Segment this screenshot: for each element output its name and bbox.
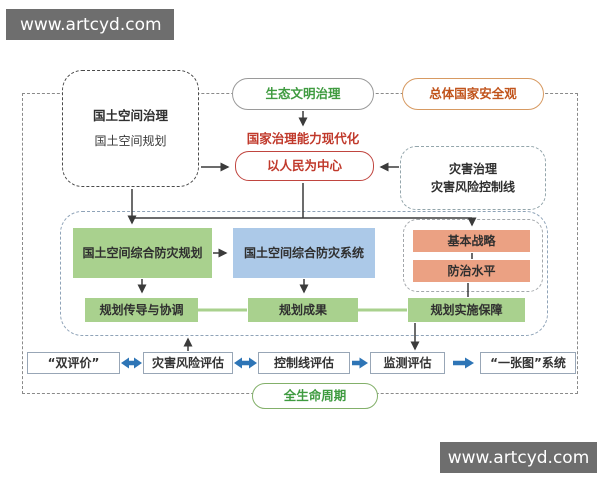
disaster-governance-line2: 灾害风险控制线 — [430, 179, 515, 194]
box-national-spatial-governance: 国土空间治理 国土空间规划 — [62, 70, 199, 187]
box-monitoring-assessment: 监测评估 — [370, 352, 445, 374]
box-prevention-level: 防治水平 — [413, 260, 530, 282]
box-eco-civilization-governance: 生态文明治理 — [232, 78, 374, 110]
box-plan-results: 规划成果 — [248, 298, 358, 322]
box-disaster-risk-assessment: 灾害风险评估 — [143, 352, 233, 374]
box-one-map-system: “一张图”系统 — [480, 352, 576, 374]
box-disaster-governance: 灾害治理 灾害风险控制线 — [400, 146, 546, 210]
disaster-governance-line1: 灾害治理 — [448, 161, 497, 176]
spatial-governance-subtitle: 国土空间规划 — [94, 133, 167, 148]
box-people-centered: 以人民为中心 — [235, 151, 374, 181]
box-control-line-assessment: 控制线评估 — [258, 352, 350, 374]
label-governance-modernization: 国家治理能力现代化 — [246, 130, 360, 146]
box-comprehensive-disaster-system: 国土空间综合防灾系统 — [233, 228, 375, 278]
spatial-governance-title: 国土空间治理 — [92, 108, 168, 124]
box-plan-transmission: 规划传导与协调 — [85, 298, 198, 322]
box-basic-strategy: 基本战略 — [413, 230, 530, 252]
watermark-banner-top: www.artcyd.com — [6, 9, 174, 40]
watermark-banner-bottom: www.artcyd.com — [440, 442, 597, 473]
planning-system-container — [60, 211, 548, 336]
box-plan-safeguard: 规划实施保障 — [408, 298, 525, 322]
box-national-security-concept: 总体国家安全观 — [402, 78, 544, 110]
box-full-life-cycle: 全生命周期 — [252, 383, 378, 409]
box-comprehensive-disaster-plan: 国土空间综合防灾规划 — [73, 228, 212, 278]
box-double-evaluation: “双评价” — [27, 352, 120, 374]
